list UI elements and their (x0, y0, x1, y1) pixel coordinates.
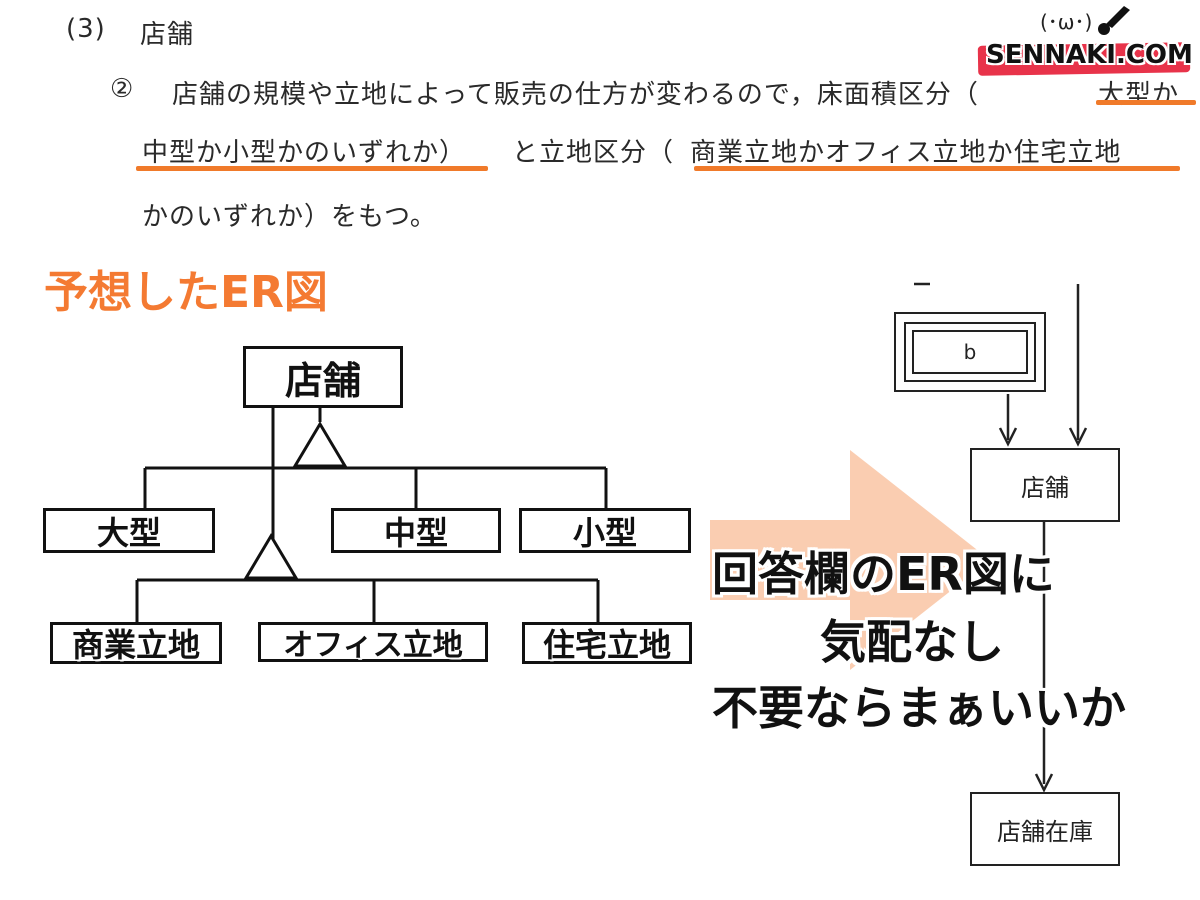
answer-entity-store: 店舗 (970, 448, 1120, 522)
item-marker: ② (110, 74, 135, 104)
line2-text: と立地区分（ (512, 138, 675, 168)
brush-icon (1098, 6, 1130, 35)
transition-arrow (710, 450, 990, 670)
answer-box-b-outer: b (894, 312, 1046, 392)
location-generalization-triangle (243, 533, 299, 580)
answer-entity-store-stock: 店舗在庫 (970, 792, 1120, 866)
entity-commercial-location: 商業立地 (50, 622, 222, 664)
heading-number: (3) (66, 14, 106, 44)
logo-face: (･ω･) (1040, 10, 1093, 34)
line1-highlight: 大型か (1098, 80, 1180, 110)
expected-er-title: 予想したER図 (44, 267, 328, 318)
size-generalization-triangle (292, 421, 348, 468)
entity-large: 大型 (43, 508, 215, 553)
comment-line3: 不要ならまぁいいか (712, 681, 1126, 735)
answer-box-b: b (912, 330, 1028, 374)
line2-highlight-a: 中型か小型かのいずれか） (142, 138, 467, 168)
underline-size-a (1096, 100, 1196, 105)
entity-office-location: オフィス立地 (258, 622, 488, 663)
line1-text: 店舗の規模や立地によって販売の仕方が変わるので，床面積区分（ (172, 80, 979, 110)
entity-store: 店舗 (243, 346, 403, 408)
comment-line1: 回答欄のER図に (712, 547, 1055, 601)
heading-label: 店舗 (140, 20, 195, 50)
line3-text: かのいずれか）をもつ。 (142, 202, 437, 232)
entity-medium: 中型 (331, 508, 501, 553)
comment-line2: 気配なし (820, 615, 1004, 669)
underline-location (694, 166, 1180, 171)
line2-highlight-b: 商業立地かオフィス立地か住宅立地 (690, 138, 1122, 168)
entity-residential-location: 住宅立地 (522, 622, 692, 664)
underline-size-b (136, 166, 488, 171)
entity-small: 小型 (519, 508, 691, 553)
answer-box-b-inner: b (904, 322, 1036, 382)
logo-text: SENNAKI.COM (986, 40, 1193, 70)
